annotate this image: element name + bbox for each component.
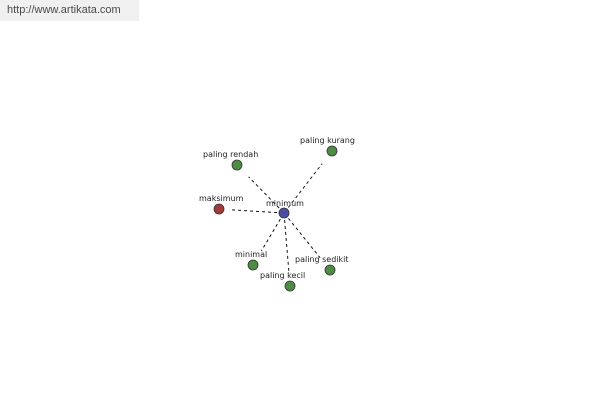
node-label-paling-kecil[interactable]: paling kecil [260, 271, 305, 280]
node-maksimum[interactable] [213, 203, 225, 215]
node-label-paling-kurang[interactable]: paling kurang [300, 136, 355, 145]
edge-paling-sedikit [288, 218, 321, 259]
url-text[interactable]: http://www.artikata.com [7, 4, 121, 16]
node-label-minimal[interactable]: minimal [235, 250, 267, 259]
labels: paling rendah paling kurang maksimum minima… [199, 136, 355, 280]
node-paling-sedikit[interactable] [324, 264, 336, 276]
node-paling-rendah[interactable] [231, 159, 243, 171]
edge-paling-rendah [248, 176, 280, 209]
node-minimal[interactable] [247, 259, 259, 271]
edge-paling-kecil [284, 219, 290, 273]
node-label-paling-rendah[interactable]: paling rendah [203, 150, 258, 159]
node-paling-kecil[interactable] [284, 280, 296, 292]
node-label-maksimum[interactable]: maksimum [199, 194, 244, 203]
node-label-paling-sedikit[interactable]: paling sedikit [295, 255, 349, 264]
edges [229, 163, 323, 273]
node-paling-kurang[interactable] [326, 145, 338, 157]
url-banner: http://www.artikata.com [0, 0, 139, 21]
edge-maksimum [229, 209, 278, 214]
nodes [213, 145, 338, 292]
center-node[interactable] [278, 207, 290, 219]
center-node-label[interactable]: minimum [266, 199, 304, 208]
edge-minimal [260, 218, 281, 252]
